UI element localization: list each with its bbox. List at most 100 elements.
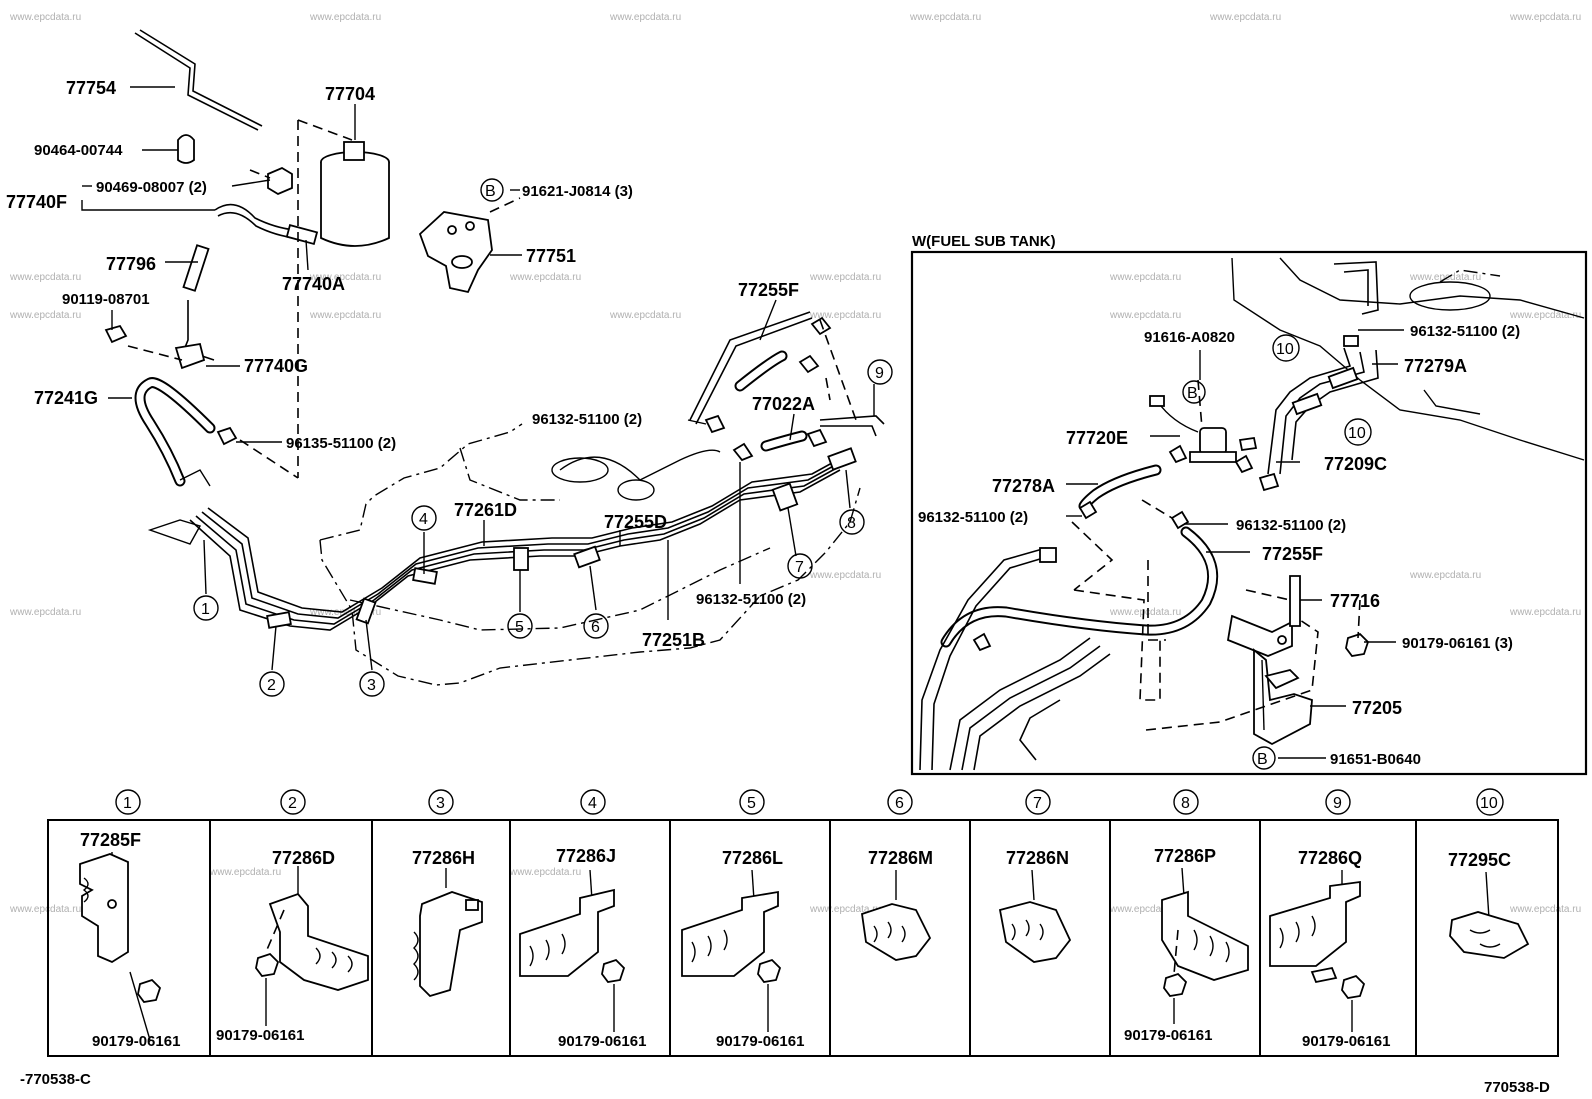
table-nut-5: 90179-06161 <box>716 1033 804 1050</box>
watermark: www.epcdata.ru <box>1509 310 1581 321</box>
svg-text:B: B <box>1257 751 1268 768</box>
inset-frame <box>910 250 1588 776</box>
label-77205: 77205 <box>1352 698 1402 718</box>
table-marker-9 <box>1325 789 1351 815</box>
label-77704: 77704 <box>325 84 375 104</box>
watermark: www.epcdata.ru <box>809 310 881 321</box>
label-77720E: 77720E <box>1066 428 1128 448</box>
label-77796: 77796 <box>106 254 156 274</box>
svg-text:5: 5 <box>747 795 756 812</box>
watermark: www.epcdata.ru <box>1509 12 1581 23</box>
marker-2 <box>259 671 285 697</box>
table-marker-4 <box>580 789 606 815</box>
table-marker-3 <box>428 789 454 815</box>
marker-8 <box>839 509 865 535</box>
svg-text:4: 4 <box>588 795 597 812</box>
bracket-77716 <box>1226 575 1301 657</box>
label-77278A: 77278A <box>992 476 1055 496</box>
vapor-pipe-77261D <box>201 457 849 619</box>
watermark: www.epcdata.ru <box>9 904 81 915</box>
marker-9 <box>867 359 893 385</box>
table-marker-1 <box>115 789 141 815</box>
watermark: www.epcdata.ru <box>209 867 281 878</box>
marker-10-inset-bottom <box>1344 418 1372 446</box>
label-90179-06161-inset: 90179-06161 (3) <box>1402 635 1513 652</box>
marker-b-label: B <box>485 183 496 200</box>
label-91616-A0820: 91616-A0820 <box>1144 329 1235 346</box>
clamp-77286M-drawing <box>861 870 932 961</box>
watermark: www.epcdata.ru <box>309 12 381 23</box>
table-part-77286M: 77286M <box>868 848 933 868</box>
nut-90179-inset <box>1345 632 1370 657</box>
clamp-8-location <box>827 447 857 471</box>
clamp-3-location <box>355 597 377 625</box>
clamp-table-frame <box>47 819 1559 1057</box>
label-77255F-inset: 77255F <box>1262 544 1323 564</box>
watermark: www.epcdata.ru <box>1109 310 1181 321</box>
table-marker-7 <box>1025 789 1051 815</box>
watermark: www.epcdata.ru <box>809 570 881 581</box>
main-callouts: 77754 77704 90464-00744 77740F 90469-080… <box>6 78 815 650</box>
label-91651-B0640: 91651-B0640 <box>1330 751 1421 768</box>
marker-10-inset-top <box>1272 334 1300 362</box>
hose-77796 <box>182 244 210 292</box>
label-90119-08701: 90119-08701 <box>62 291 150 308</box>
table-marker-10 <box>1476 788 1504 816</box>
table-part-77286D: 77286D <box>272 848 335 868</box>
watermark: www.epcdata.ru <box>1509 904 1581 915</box>
table-marker-6 <box>887 789 913 815</box>
table-part-77295C: 77295C <box>1448 850 1511 870</box>
svg-text:3: 3 <box>436 795 445 812</box>
charcoal-canister-77704 <box>320 141 390 247</box>
label-96132-51100-b: 96132-51100 (2) <box>696 591 806 608</box>
table-part-77286P: 77286P <box>1154 846 1216 866</box>
marker-5 <box>507 613 533 639</box>
vsv-90469 <box>267 166 293 196</box>
watermarks: www.epcdata.ru www.epcdata.ru www.epcdat… <box>9 12 1581 915</box>
svg-text:1: 1 <box>201 601 210 618</box>
label-77241G: 77241G <box>34 388 98 408</box>
watermark: www.epcdata.ru <box>909 12 981 23</box>
watermark: www.epcdata.ru <box>9 607 81 618</box>
clamp-77286D-drawing <box>255 866 369 1026</box>
table-part-77286L: 77286L <box>722 848 783 868</box>
inset-title: W(FUEL SUB TANK) <box>912 233 1056 250</box>
watermark: www.epcdata.ru <box>9 310 81 321</box>
svg-text:9: 9 <box>1333 795 1342 812</box>
clamp-77286J-drawing <box>519 869 626 1032</box>
marker-4 <box>411 505 437 531</box>
clamp-77286P-drawing <box>1161 867 1249 1024</box>
svg-text:4: 4 <box>419 511 428 528</box>
marker-b-inset-top <box>1182 380 1206 404</box>
clamp-10-lower <box>1327 366 1359 390</box>
pipe-77255F-main <box>689 311 811 421</box>
marker-1 <box>193 595 219 621</box>
strap-77205 <box>1253 648 1313 746</box>
table-nut-8: 90179-06161 <box>1124 1027 1212 1044</box>
bracket-77740G <box>174 342 206 370</box>
svg-text:10: 10 <box>1348 425 1366 442</box>
svg-text:10: 10 <box>1480 795 1498 812</box>
clamp-77286N-drawing <box>998 869 1072 963</box>
vsv-77720E <box>1149 395 1237 463</box>
watermark: www.epcdata.ru <box>609 12 681 23</box>
watermark: www.epcdata.ru <box>1109 272 1181 283</box>
watermark: www.epcdata.ru <box>509 867 581 878</box>
fuel-main-pipe-77251B <box>189 469 841 631</box>
clamp-6-location <box>573 545 601 569</box>
label-77716: 77716 <box>1330 591 1380 611</box>
label-77022A: 77022A <box>752 394 815 414</box>
leader-lines <box>81 86 875 671</box>
evap-assembly-drawing <box>104 29 521 487</box>
watermark: www.epcdata.ru <box>609 310 681 321</box>
clamp-77286H-drawing <box>413 868 483 998</box>
clip-90464 <box>177 134 195 164</box>
watermark: www.epcdata.ru <box>309 310 381 321</box>
label-77751: 77751 <box>526 246 576 266</box>
svg-text:6: 6 <box>591 619 600 636</box>
label-77209C: 77209C <box>1324 454 1387 474</box>
fuel-return-pipe-77255D <box>195 463 845 625</box>
svg-text:9: 9 <box>875 365 884 382</box>
clamp-4-location <box>412 567 438 585</box>
